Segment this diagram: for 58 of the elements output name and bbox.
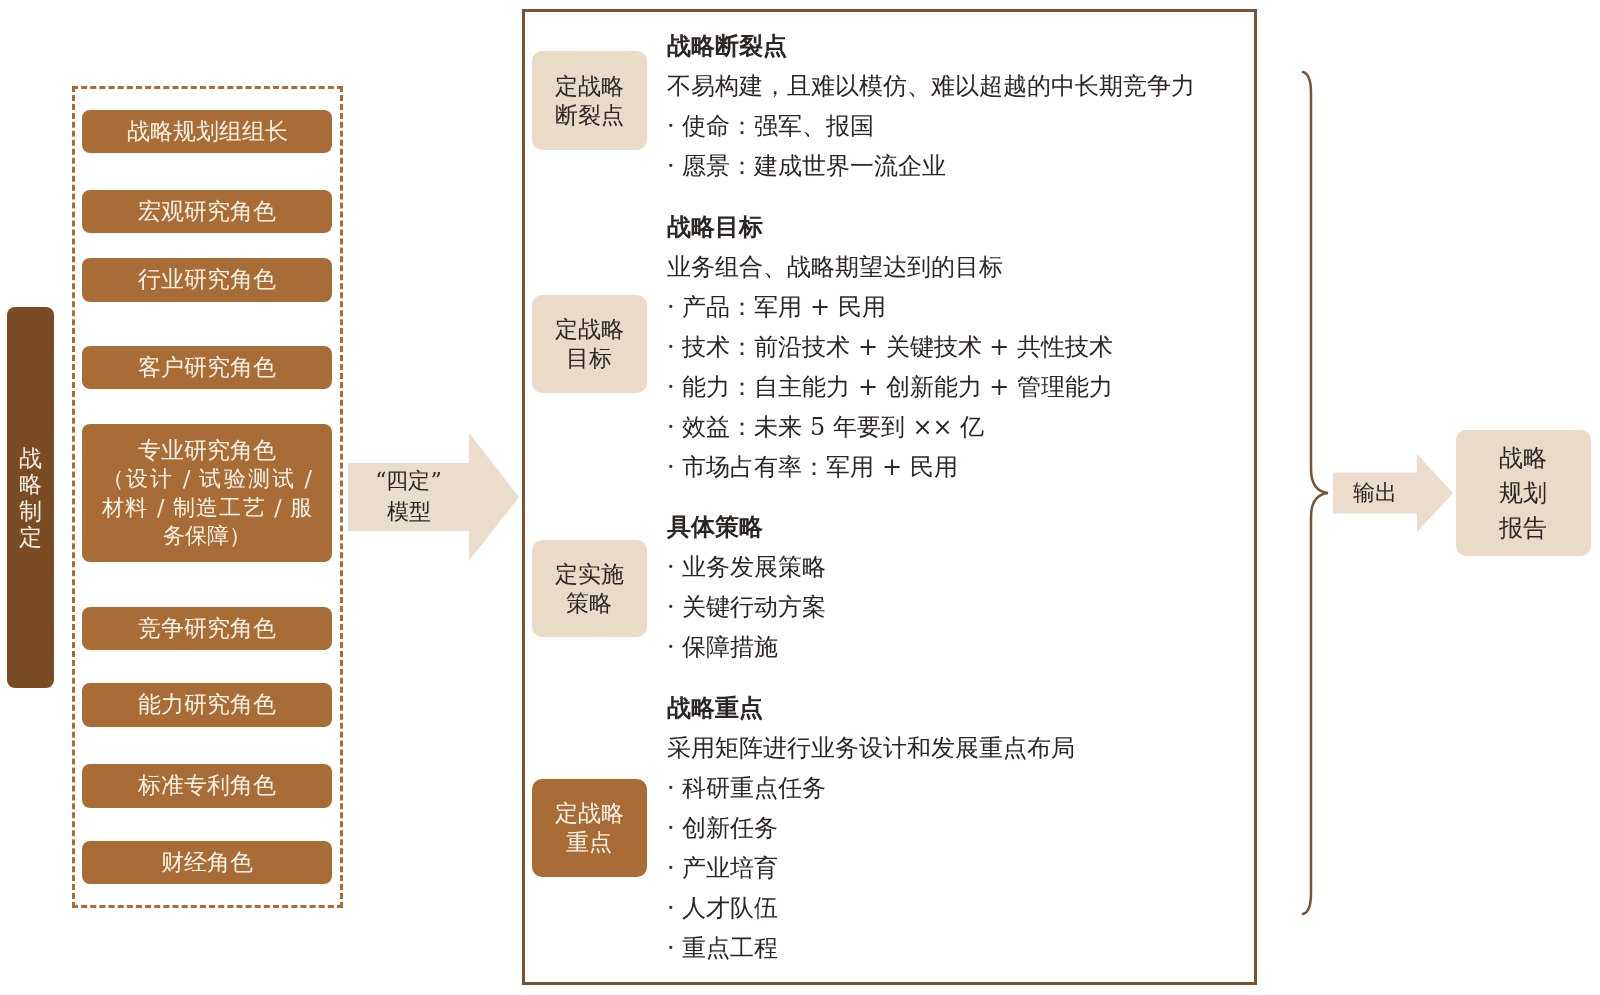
report-box bbox=[1456, 430, 1591, 556]
tag-box bbox=[532, 51, 647, 150]
body-text: · 科研重点任务 bbox=[667, 773, 827, 804]
tag-box bbox=[532, 540, 647, 637]
section-heading: 具体策略 bbox=[667, 511, 763, 543]
content-panel bbox=[522, 9, 1257, 985]
side-bar-label: 战略制定 bbox=[19, 444, 42, 551]
section-heading: 战略目标 bbox=[667, 211, 763, 243]
role-box bbox=[82, 764, 332, 808]
role-box bbox=[82, 683, 332, 727]
role-box bbox=[82, 190, 332, 233]
body-text: · 效益：未来 5 年要到 ×× 亿 bbox=[667, 412, 985, 443]
role-box bbox=[82, 110, 332, 153]
body-text: · 关键行动方案 bbox=[667, 592, 827, 623]
body-text: · 技术：前沿技术 + 关键技术 + 共性技术 bbox=[667, 332, 1113, 363]
role-label: 能力研究角色 bbox=[138, 690, 276, 720]
body-text: · 重点工程 bbox=[667, 933, 779, 964]
section-heading: 战略重点 bbox=[667, 692, 763, 724]
body-text: 采用矩阵进行业务设计和发展重点布局 bbox=[667, 733, 1075, 764]
body-text: 业务组合、战略期望达到的目标 bbox=[667, 252, 1003, 283]
body-text: · 能力：自主能力 + 创新能力 + 管理能力 bbox=[667, 372, 1113, 403]
role-label: 战略规划组组长 bbox=[126, 116, 288, 146]
role-box bbox=[82, 346, 332, 389]
tag-label: 定战略断裂点 bbox=[554, 71, 625, 130]
tag-box bbox=[532, 779, 647, 877]
body-text: · 使命：强军、报国 bbox=[667, 111, 875, 142]
role-box bbox=[82, 258, 332, 302]
role-label: 专业研究角色 bbox=[138, 436, 276, 466]
body-text: · 人才队伍 bbox=[667, 893, 779, 924]
role-box bbox=[82, 841, 332, 884]
role-label: 财经角色 bbox=[161, 847, 253, 877]
role-label: 标准专利角色 bbox=[138, 771, 276, 801]
body-text: · 产品：军用 + 民用 bbox=[667, 292, 886, 323]
curly-brace bbox=[1301, 71, 1329, 915]
role-box bbox=[82, 424, 332, 562]
role-label: 竞争研究角色 bbox=[138, 613, 276, 643]
tag-label: 定战略重点 bbox=[554, 799, 625, 857]
role-box bbox=[82, 607, 332, 650]
tag-label: 定战略目标 bbox=[554, 315, 625, 373]
role-detail: （设计 / 试验测试 / 材料 / 制造工艺 / 服务保障） bbox=[102, 465, 312, 550]
body-text: · 业务发展策略 bbox=[667, 552, 827, 583]
body-text: 不易构建，且难以模仿、难以超越的中长期竞争力 bbox=[667, 71, 1195, 102]
body-text: · 产业培育 bbox=[667, 853, 779, 884]
role-label: 客户研究角色 bbox=[138, 352, 276, 382]
body-text: · 保障措施 bbox=[667, 632, 779, 663]
body-text: · 市场占有率：军用 + 民用 bbox=[667, 452, 958, 483]
body-text: · 愿景：建成世界一流企业 bbox=[667, 151, 947, 182]
tag-label: 定实施策略 bbox=[554, 559, 625, 618]
role-label: 行业研究角色 bbox=[138, 265, 276, 295]
report-label: 战略规划报告 bbox=[1498, 442, 1549, 544]
block-arrow bbox=[348, 433, 519, 561]
body-text: · 创新任务 bbox=[667, 813, 779, 844]
block-arrow bbox=[1333, 454, 1453, 532]
tag-box bbox=[532, 295, 647, 393]
section-heading: 战略断裂点 bbox=[667, 30, 787, 62]
dashed-group-frame bbox=[72, 86, 343, 908]
role-label: 宏观研究角色 bbox=[138, 196, 276, 226]
side-bar bbox=[7, 307, 54, 688]
